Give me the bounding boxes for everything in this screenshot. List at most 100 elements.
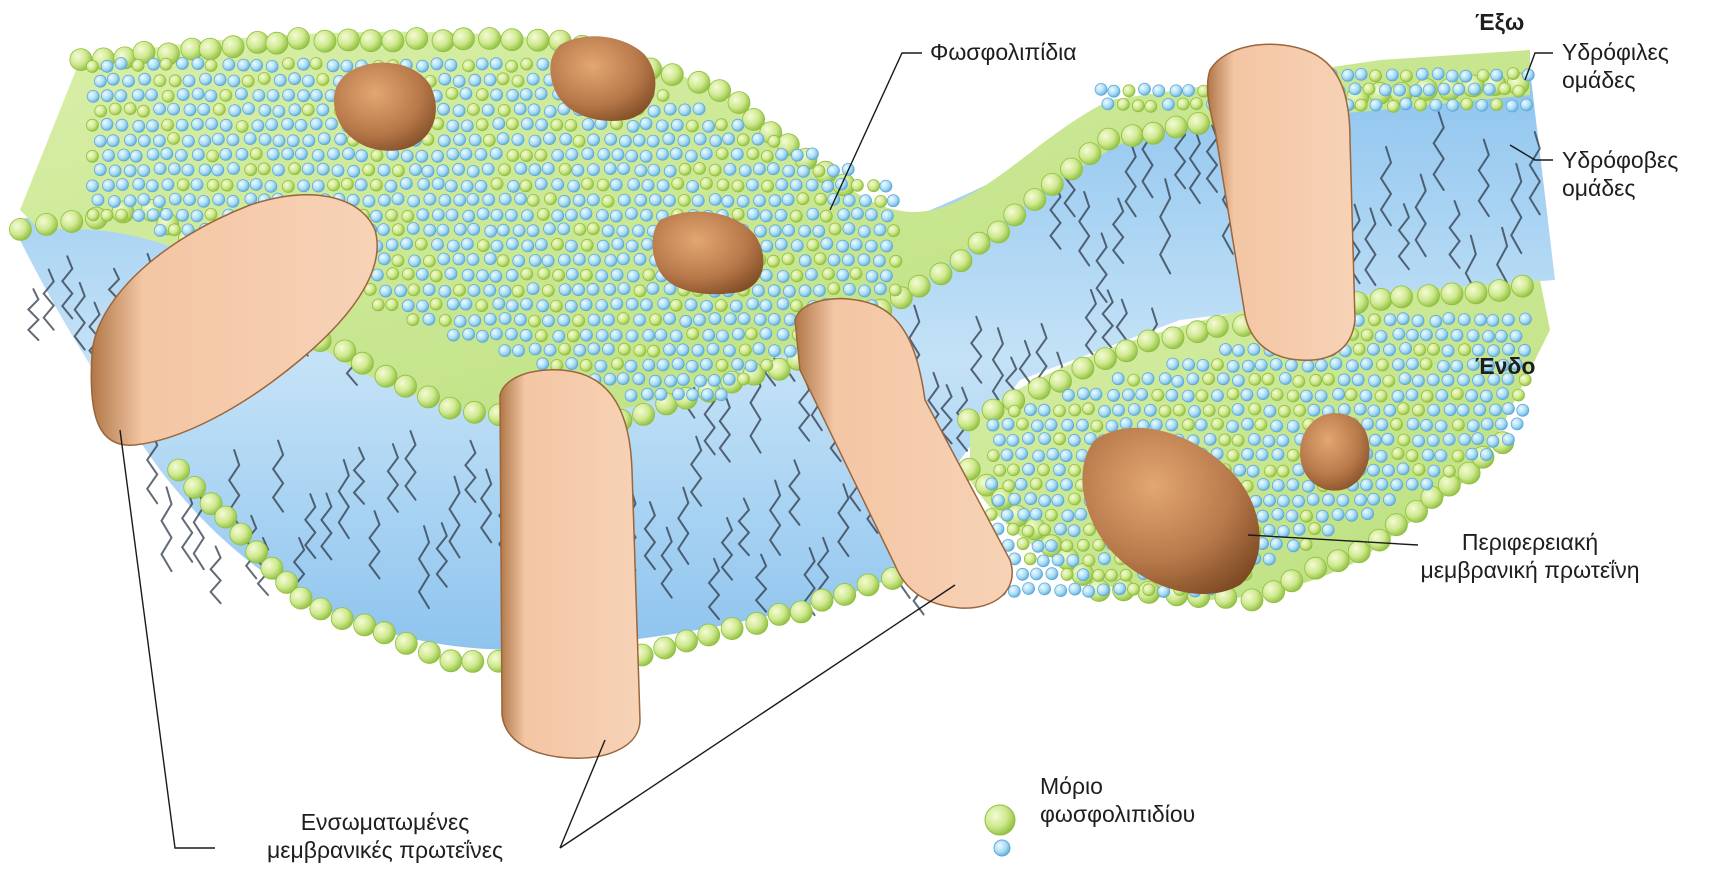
label-inside: Ένδο [1475,352,1535,380]
lipid-head-small [1337,495,1349,507]
lipid-head-small [1286,510,1298,522]
lipid-head-small [618,283,630,295]
lipid-head-large [612,358,624,370]
lipid-head-small [176,58,188,70]
lipid-head-small [732,358,744,370]
lipid-head-large [230,523,252,545]
lipid-head-small [1278,495,1290,507]
lipid-head-small [1323,494,1335,506]
lipid-head-large [1369,314,1381,326]
lipid-head-small [1355,68,1367,80]
lipid-head-small [1379,84,1391,96]
lipid-head-large [258,163,270,175]
lipid-head-small [647,135,659,147]
lipid-head-small [191,210,203,222]
lipid-head-small [484,74,496,86]
lipid-head-large [648,345,660,357]
lipid-head-small [1375,331,1387,343]
lipid-head-small [1153,85,1165,97]
lipid-head-small [1204,433,1216,445]
lipid-head-small [1234,464,1246,476]
lipid-head-small [183,75,195,87]
lipid-head-small [1083,585,1095,597]
lipid-head-small [1075,508,1087,520]
lipid-head-small [1272,508,1284,520]
lipid-head-small [694,314,706,326]
lipid-head-small [469,134,481,146]
lipid-head-small [417,209,429,221]
lipid-head-large [527,29,549,51]
lipid-head-small [130,150,142,162]
lipid-head-small [484,284,496,296]
lipid-head-large [392,224,404,236]
lipid-head-small [611,269,623,281]
lipid-head-small [731,148,743,160]
lipid-head-small [1487,315,1499,327]
lipid-head-small [1183,359,1195,371]
lipid-head-large [418,386,440,408]
lipid-head-small [760,328,772,340]
lipid-head-large [310,598,332,620]
lipid-head-large [476,89,488,101]
lipid-head-small [499,345,511,357]
lipid-head-small [858,226,870,238]
lipid-head-small [657,359,669,371]
lipid-head-large [988,221,1010,243]
lipid-head-small [1495,418,1507,430]
lipid-head-small [266,60,278,72]
lipid-head-small [177,209,189,221]
lipid-head-small [1232,375,1244,387]
lipid-head-large [1069,464,1081,476]
lipid-head-large [177,179,189,191]
lipid-head-small [302,163,314,175]
lipid-head-small [987,419,999,431]
lipid-head-small [649,194,661,206]
lipid-head-large [1191,98,1203,110]
lipid-head-small [348,165,360,177]
lipid-head-small [124,195,136,207]
lipid-head-large [676,630,698,652]
lipid-head-large [440,650,462,672]
lipid-head-large [1219,434,1231,446]
lipid-head-small [1031,420,1043,432]
lipid-head-small [1039,495,1051,507]
lipid-head-large [544,193,556,205]
lipid-head-large [1227,388,1239,400]
lipid-head-large [1187,321,1209,343]
lipid-head-small [1136,389,1148,401]
lipid-head-small [1279,373,1291,385]
lipid-head-large [574,223,586,235]
lipid-head-large [1218,405,1230,417]
lipid-head-large [1061,569,1073,581]
lipid-head-small [438,135,450,147]
lipid-head-small [1421,419,1433,431]
lipid-head-small [695,375,707,387]
lipid-head-small [1166,419,1178,431]
lipid-tail [162,487,172,571]
lipid-head-small [454,223,466,235]
lipid-head-small [642,238,654,250]
lipid-head-small [604,163,616,175]
lipid-head-small [1167,358,1179,370]
lipid-head-small [1397,313,1409,325]
lipid-head-small [1400,343,1412,355]
lipid-head-small [161,148,173,160]
lipid-head-small [454,134,466,146]
lipid-head-small [806,269,818,281]
lipid-head-large [392,255,404,267]
lipid-head-small [115,58,127,70]
lipid-head-small [677,344,689,356]
lipid-head-small [1032,540,1044,552]
lipid-head-small [506,300,518,312]
lipid-head-large [1281,570,1303,592]
lipid-head-small [1458,314,1470,326]
lipid-head-small [1384,314,1396,326]
lipid-head-large [86,61,98,73]
lipid-head-small [1247,465,1259,477]
lipid-head-small [1285,359,1297,371]
lipid-head-small [282,118,294,130]
lipid-head-large [402,268,414,280]
lipid-head-small [806,179,818,191]
lipid-head-small [87,90,99,102]
